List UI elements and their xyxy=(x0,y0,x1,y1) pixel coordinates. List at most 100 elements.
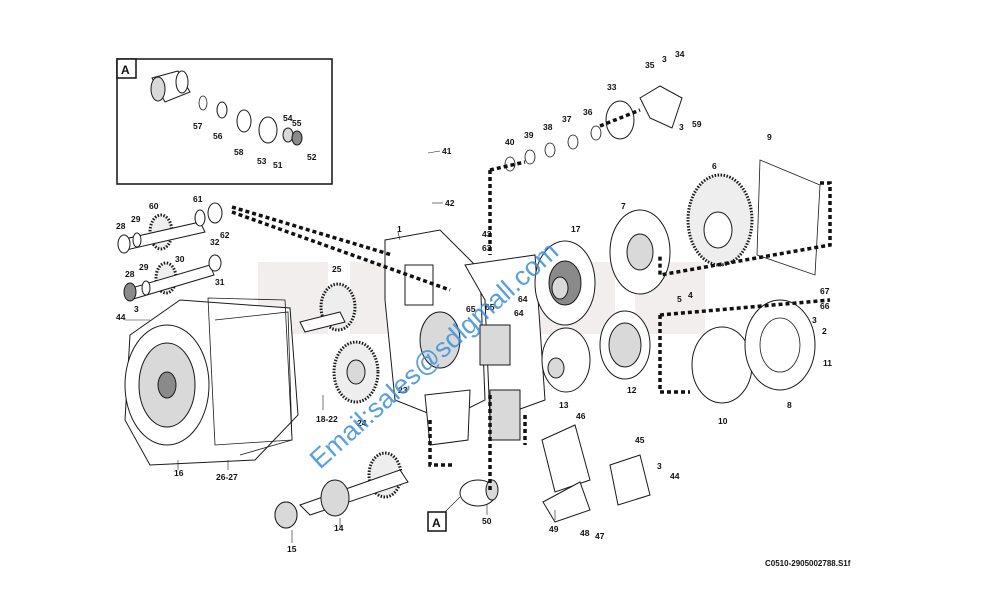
leader-lines xyxy=(125,150,556,543)
gear-25 xyxy=(299,282,357,333)
part-label: 49 xyxy=(549,524,559,534)
cover-8 xyxy=(744,299,816,391)
solenoid-50 xyxy=(459,479,499,507)
part-label: 30 xyxy=(175,254,185,264)
detail-box-letter: A xyxy=(121,63,130,77)
part-label: 47 xyxy=(595,531,605,541)
part-label: 44 xyxy=(670,471,680,481)
part-label: 45 xyxy=(635,435,645,445)
part-label: 26-27 xyxy=(216,472,238,482)
part-label: 44 xyxy=(116,312,126,322)
part-label: 7 xyxy=(621,201,626,211)
part-label: 32 xyxy=(210,237,220,247)
control-valve-46 xyxy=(541,424,591,493)
part-label: 59 xyxy=(692,119,702,129)
part-label: 28 xyxy=(125,269,135,279)
part-label: 63 xyxy=(482,243,492,253)
part-label: 65 xyxy=(485,302,495,312)
gasket-9 xyxy=(756,159,821,276)
part-label: 34 xyxy=(675,49,685,59)
part-label: 8 xyxy=(787,400,792,410)
transmission-housing-front xyxy=(124,299,299,466)
part-label: 14 xyxy=(334,523,344,533)
part-label: 1 xyxy=(397,224,402,234)
figure-code: C0510-2905002788.S1f xyxy=(765,559,851,568)
flange-15 xyxy=(274,501,298,529)
pump-35 xyxy=(639,85,683,129)
part-label: 51 xyxy=(273,160,283,170)
part-label: 28 xyxy=(116,221,126,231)
part-label: 39 xyxy=(524,130,534,140)
svg-text:A: A xyxy=(432,516,441,530)
part-label: 52 xyxy=(307,152,317,162)
part-label: 46 xyxy=(576,411,586,421)
part-label: 41 xyxy=(442,146,452,156)
part-label: 38 xyxy=(543,122,553,132)
part-label: 64 xyxy=(514,308,524,318)
part-label: 54 xyxy=(283,113,293,123)
part-label: 29 xyxy=(139,262,149,272)
part-label: 4 xyxy=(688,290,693,300)
part-label: 18-22 xyxy=(316,414,338,424)
part-label: 11 xyxy=(823,358,832,368)
part-label: 31 xyxy=(215,277,225,287)
part-label: 40 xyxy=(505,137,515,147)
part-label: 53 xyxy=(257,156,267,166)
part-label: 9 xyxy=(767,132,772,142)
part-label: 61 xyxy=(193,194,203,204)
part-label: 55 xyxy=(292,118,302,128)
part-label: 24 xyxy=(357,418,367,428)
part-label: 62 xyxy=(220,230,230,240)
part-label: 33 xyxy=(607,82,617,92)
part-label: 65 xyxy=(466,304,476,314)
part-label: 10 xyxy=(718,416,728,426)
part-label: 64 xyxy=(518,294,528,304)
part-label: 25 xyxy=(332,264,342,274)
gasket-31 xyxy=(207,297,293,446)
part-label: 3 xyxy=(662,54,667,64)
part-label: 5 xyxy=(677,294,682,304)
gear-24 xyxy=(332,340,380,404)
detail-box-a: A xyxy=(116,58,333,185)
disc-10 xyxy=(691,326,753,404)
part-label: 56 xyxy=(213,131,223,141)
part-label: 23 xyxy=(398,385,408,395)
part-label: 13 xyxy=(559,400,569,410)
part-label: 3 xyxy=(657,461,662,471)
valve-block-45 xyxy=(609,454,651,506)
part-label: 60 xyxy=(149,201,159,211)
part-label: 42 xyxy=(445,198,455,208)
part-label: 37 xyxy=(562,114,572,124)
part-label: 15 xyxy=(287,544,297,554)
part-number-labels: A 57 56 58 53 51 54 55 52 60 61 29 28 32… xyxy=(116,49,832,554)
part-label: 16 xyxy=(174,468,184,478)
part-label: 3 xyxy=(134,304,139,314)
assembly-guide-lines xyxy=(231,108,832,490)
part-label: 35 xyxy=(645,60,655,70)
part-label: 48 xyxy=(580,528,590,538)
part-label: 3 xyxy=(812,315,817,325)
part-label: 57 xyxy=(193,121,203,131)
detail-shaft-assembly xyxy=(150,70,303,146)
part-label: 17 xyxy=(571,224,581,234)
hub-13 xyxy=(541,327,591,393)
plate-12 xyxy=(599,310,651,380)
part-label: 36 xyxy=(583,107,593,117)
part-label: 50 xyxy=(482,516,492,526)
part-label: 58 xyxy=(234,147,244,157)
part-label: 67 xyxy=(820,286,830,296)
part-label: 2 xyxy=(822,326,827,336)
gear-shaft-group-left xyxy=(117,202,223,302)
seal-rings-36-40 xyxy=(504,125,602,172)
part-label: 29 xyxy=(131,214,141,224)
cover-33 xyxy=(605,100,635,140)
part-label: 3 xyxy=(679,122,684,132)
part-label: 43 xyxy=(482,229,492,239)
part-label: 6 xyxy=(712,161,717,171)
part-label: 66 xyxy=(820,301,830,311)
clutch-17 xyxy=(534,240,596,326)
part-label: 12 xyxy=(627,385,637,395)
detail-callout-a: A xyxy=(427,511,447,532)
ring-gear-6 xyxy=(686,173,754,267)
